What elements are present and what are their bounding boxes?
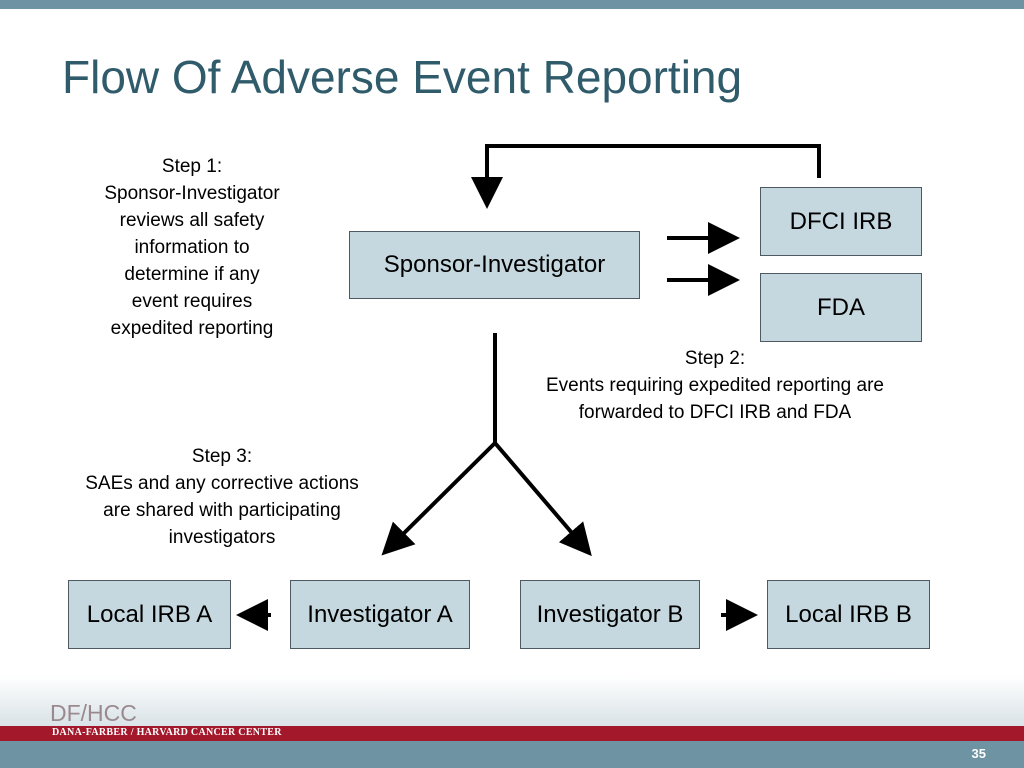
note-step-1-line: expedited reporting [110, 318, 274, 339]
node-dfci-irb: DFCI IRB [760, 187, 922, 256]
note-step-3: Step 3: SAEs and any corrective actions … [42, 443, 402, 551]
note-step-1-line: determine if any [124, 264, 260, 285]
org-name: DANA-FARBER / HARVARD CANCER CENTER [52, 727, 282, 738]
page-number: 35 [971, 746, 986, 761]
node-sponsor-investigator: Sponsor-Investigator [349, 231, 640, 299]
note-step-2: Step 2: Events requiring expedited repor… [500, 345, 930, 426]
top-accent-bar [0, 0, 1024, 9]
slide-title: Flow Of Adverse Event Reporting [62, 51, 743, 103]
node-local-irb-b: Local IRB B [767, 580, 930, 649]
note-step-2-line: Events requiring expedited reporting are [546, 375, 884, 396]
arrow-to-investigator-a [381, 441, 497, 556]
footer-red-band [0, 726, 1024, 741]
note-step-1: Step 1: Sponsor-Investigator reviews all… [72, 153, 312, 342]
dfhcc-logo: DF/HCC [50, 700, 137, 726]
note-step-3-line: SAEs and any corrective actions [85, 473, 359, 494]
note-step-1-line: reviews all safety [119, 210, 265, 231]
node-investigator-b: Investigator B [520, 580, 700, 649]
note-step-2-line: forwarded to DFCI IRB and FDA [578, 402, 852, 423]
node-fda: FDA [760, 273, 922, 342]
node-local-irb-a: Local IRB A [68, 580, 231, 649]
note-step-3-line: investigators [168, 527, 276, 548]
arrow-to-investigator-b [493, 441, 592, 557]
bottom-accent-bar [0, 741, 1024, 768]
note-step-1-line: information to [134, 237, 250, 258]
note-step-1-line: Sponsor-Investigator [104, 183, 280, 204]
note-step-1-line: event requires [131, 291, 253, 312]
note-step-3-line: Step 3: [191, 446, 253, 467]
note-step-1-line: Step 1: [161, 156, 223, 177]
note-step-2-line: Step 2: [684, 348, 746, 369]
note-step-3-line: are shared with participating [103, 500, 341, 521]
loop-arrow-dfci-to-sponsor [471, 144, 821, 209]
node-investigator-a: Investigator A [290, 580, 470, 649]
